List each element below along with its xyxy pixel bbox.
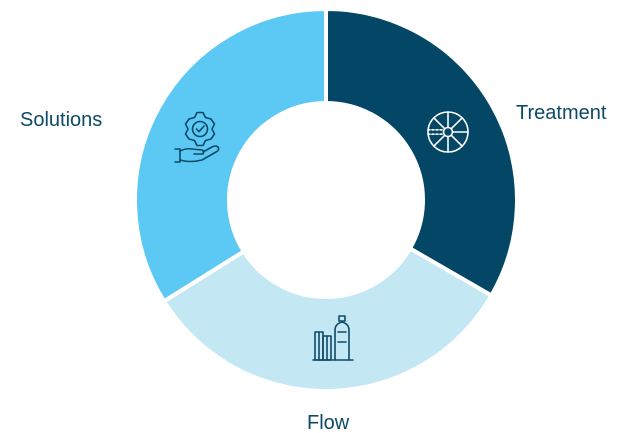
segment-solutions[interactable] (133, 6, 328, 304)
storage-tanks-icon (312, 315, 354, 361)
hand-gear-check-icon (174, 111, 220, 163)
segment-flow[interactable] (161, 245, 495, 393)
water-treatment-wheel-icon (427, 111, 469, 153)
segment-label-solutions: Solutions (20, 109, 102, 131)
segment-label-flow: Flow (307, 412, 350, 433)
segment-label-treatment: Treatment (516, 102, 607, 124)
segment-treatment[interactable] (324, 6, 519, 299)
